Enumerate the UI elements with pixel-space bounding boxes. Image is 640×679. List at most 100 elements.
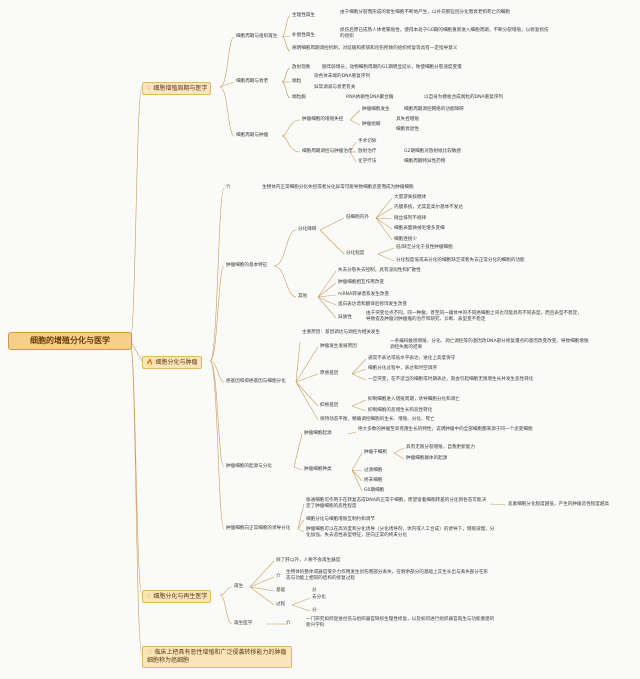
note-dynamic-balance: 保持动态平衡，精确调控细胞的生长、增殖、分化、死亡 [320, 417, 435, 422]
node-tumor-stem-cell[interactable]: 肿瘤干细胞 [364, 450, 387, 455]
note-tumor-occurrence: 细胞周期调控网络的功能障碍 [404, 107, 464, 112]
tag-definition: 介 [226, 185, 231, 190]
fire-icon: 🔥 [146, 359, 154, 366]
node-compensatory-regeneration[interactable]: 补偿性再生 [292, 33, 315, 38]
heart-icon: ♡ [147, 649, 153, 656]
node-regeneration-basis[interactable]: 基础 [276, 588, 286, 593]
node-tumor-basic-features[interactable]: 肿瘤细胞的基本特征 [226, 263, 268, 268]
heart-icon: ♡ [146, 85, 152, 92]
node-surgery[interactable]: 手术切除 [358, 139, 377, 144]
note-differentiation: 分 [312, 608, 317, 613]
note-regenerative-definition: 一门研究如何促进创伤与组织器官缺损生理性修复，以及如何进行组织器官再生与功能重建… [306, 617, 495, 628]
node-regeneration[interactable]: 再生 [234, 584, 244, 589]
node-telomere[interactable]: 端粒 [292, 79, 302, 84]
note-heterogeneity: 由于突变位点不同，同一种瘤，甚至同一瘤体中的不同癌细胞之间也可能具有不同表型，而… [366, 311, 582, 322]
note-tumor-tissue-2: 细胞衰退性 [396, 127, 419, 132]
note-regeneration-liver: 除了肝以外，人要不会再生器官 [276, 558, 341, 563]
node-regenerative-medicine[interactable]: 再生医学 [234, 621, 253, 626]
note-radiotherapy: G2期细胞对放射线比较敏感 [404, 149, 462, 154]
note-stem-cell-2: 肿瘤细胞群体的起源 [406, 456, 448, 461]
node-tumor-origin[interactable]: 肿瘤细胞起源 [304, 431, 332, 436]
node-proto-oncogene[interactable]: 原癌基因 [320, 371, 339, 376]
node-heterogeneity[interactable]: 异质性 [338, 315, 352, 320]
node-tumor-origin-differentiation[interactable]: 肿瘤细胞的起源与分化 [226, 464, 272, 469]
note-telomerase-2: 以自身为模板合成端粒的DNA重复序列 [424, 95, 504, 100]
branch-regenerative-medicine[interactable]: ♡细胞分化与再生医学 [142, 590, 212, 603]
note-endomembrane: 内膜系统，尤其是高尔基体不发达 [394, 205, 463, 210]
note-suppressor-1: 抑制细胞进入增殖周期，诱导细胞分化和凋亡 [368, 397, 460, 402]
note-cycle-mechanism: 阐明细胞周期调控机制，对延缓和疾病和创伤所致的组织修复等具有一定指导意义 [292, 46, 458, 51]
node-transit-cell[interactable]: 过渡细胞 [364, 468, 383, 473]
node-radiotherapy[interactable]: 放射治疗 [358, 149, 377, 154]
note-suppressor-2: 抑制细胞的恶增生长和恶性转化 [368, 408, 433, 413]
branch-label: 细胞分化与再生医学 [153, 593, 208, 600]
note-protein-change: 蛋白表达谱和翻译后修饰发生改变 [338, 302, 407, 307]
node-tumor-proliferation[interactable]: 肿瘤细胞的增殖失控 [302, 117, 344, 122]
node-cycle-regeneration[interactable]: 细胞周期与组织再生 [236, 34, 278, 39]
root-topic[interactable]: 细胞的增殖分化与医学 [8, 332, 132, 350]
note-degree-2: 分化程度低或未分化的细胞缺乏或者失去正常分化的细胞的功能 [396, 258, 525, 263]
note-regeneration-definition: 生物体的整体或器官受外力作用发生创伤而部分丢失，在剩余部分的基础上又生长出与丢失… [286, 570, 489, 581]
node-tumor-occurrence[interactable]: 肿瘤细胞发生 [362, 107, 390, 112]
node-tumor-therapy[interactable]: 细胞周期调控与肿瘤治疗 [302, 149, 353, 154]
note-physiological-regeneration: 由于细胞分裂而形成的新生细胞不断地产生，以补充那些因分化而衰老和死亡的细胞 [340, 10, 510, 15]
node-other-features[interactable]: 其他 [298, 294, 308, 299]
node-cycle-tumor[interactable]: 细胞周期与肿瘤 [236, 133, 269, 138]
note-induced-3: 肿瘤细胞可以在高浓度和分化诱导（分化诱导剂，体内或人工合成）的诱导下，增殖减慢，… [306, 527, 495, 538]
note-regeneration-basis: 分 [312, 588, 317, 593]
note-induced-1-result: 恶素细胞分化程度越低，产生的肿瘤恶性程度越高 [508, 502, 610, 507]
node-regeneration-process[interactable]: 过程 [276, 602, 286, 607]
note-dedifferentiation: 去分化 [312, 595, 326, 600]
note-telomerase-1: RNA依赖性DNA聚合酶 [346, 95, 394, 100]
tag-regenerative-definition: 介 [286, 621, 291, 626]
node-tumor-tissue[interactable]: 肿瘤组織 [362, 122, 381, 127]
branch-cell-cycle-medicine[interactable]: ♡细胞增殖周期与医学 [142, 82, 212, 95]
node-differentiation-disorder[interactable]: 分化障碍 [298, 227, 317, 232]
node-tumor-cell-types[interactable]: 肿瘤细胞种类 [304, 467, 332, 472]
node-oncogene-differentiation[interactable]: 癌基因和抑癌基因与细胞分化 [226, 379, 286, 384]
branch-label: 细胞增殖周期与医学 [153, 85, 208, 92]
node-terminal-cell[interactable]: 终末细胞 [364, 478, 383, 483]
note-microfilament: 微丝排列不规律 [394, 216, 427, 221]
note-telomere-2: 异常调减与衰老有关 [314, 85, 356, 90]
node-g0-cell[interactable]: G0期细胞 [364, 488, 385, 493]
node-telomerase[interactable]: 端粒酶 [292, 95, 306, 100]
heart-icon: ♡ [146, 593, 152, 600]
branch-label: 临床上把具有恶性增殖和广泛侵袭转移能力的肿瘤细胞称为癌细胞 [147, 649, 287, 664]
note-radiation: 随年龄增长，动物细胞周期的G1期明显延长，致使细胞分裂速度变慢 [322, 65, 462, 70]
note-proto-oncogene-2: 细胞分化过程中，表达和时空调序 [368, 366, 437, 371]
node-radiation[interactable]: 放射现象 [292, 65, 311, 70]
node-differentiation-degree[interactable]: 分化程度 [346, 251, 365, 256]
note-tumor-development-cause: 一条编码触感增殖、分化、凋亡调控等的基因改DNA部分修复遭点的基因改变改变、导致… [390, 339, 589, 350]
node-cell-inside-outside[interactable]: 低细胞内外 [346, 215, 369, 220]
note-interaction-change: 肿瘤细胞相互作用改变 [338, 280, 384, 285]
note-tumor-tissue-1: 具失控增殖 [396, 117, 419, 122]
node-cycle-aging[interactable]: 细胞周期与衰老 [236, 79, 269, 84]
branch-label: 细胞分化与肿瘤 [155, 359, 198, 366]
node-physiological-regeneration[interactable]: 生理性再生 [292, 13, 315, 18]
tag-regeneration-definition: 介 [276, 574, 281, 579]
node-tumor-development-cause[interactable]: 肿瘤发生发展原因 [320, 344, 357, 349]
node-chemotherapy[interactable]: 化学疗法 [358, 159, 377, 164]
note-stem-cell-1: 具有无限分裂增殖，自我更新能力 [406, 445, 475, 450]
note-uncontrolled-division: 失去分裂失去控制，具有浸润性和扩散性 [338, 268, 421, 273]
note-compensatory-regeneration: 损伤后原已成熟人体者繁殖性，使得本处于G0期的细胞重新进入细胞周期，不断分裂增殖… [340, 28, 549, 39]
note-mrna-change: mRNA转录谱系发生改变 [338, 292, 389, 297]
branch-differentiation-tumor[interactable]: 🔥细胞分化与肿瘤 [142, 356, 202, 369]
note-microvilli: 细胞表面微绒毛增多变细 [394, 226, 445, 231]
note-tumor-origin: 绝大多数的肿瘤至单克隆生长的特性，说明肿瘤中的全部细胞都来源于同一个恶变细胞 [358, 427, 533, 432]
note-chemotherapy: 细胞周期特异性药物 [404, 159, 446, 164]
note-cell-junction: 细胞连接少 [394, 237, 417, 242]
node-induced-differentiation[interactable]: 肿瘤细胞向正常细胞的诱导分化 [226, 526, 291, 531]
note-proto-oncogene-1: 通常不表达或低水平表达，进化上高度保守 [368, 356, 456, 361]
note-definition: 生物体内正常细胞分化失控或者分化异常可能导致细胞恶变而成为肿瘤细胞 [262, 185, 414, 190]
note-proto-oncogene-3: 一旦突变，在不适当的细胞或时期表达，就会引起细胞无限增生长并发生恶性转化 [368, 377, 534, 382]
note-main-cause: 主要原因：基因调达与调控为相关发生 [302, 330, 381, 335]
note-induced-1: 极通细胞可作用于在转复态成DNA的正常干细胞，而望肾着细胞转差的分化到各态可能决… [306, 498, 487, 509]
note-induced-2: 细胞分化与细胞增殖互制约和调节 [306, 517, 375, 522]
branch-cancer-cell-definition[interactable]: ♡临床上把具有恶性增殖和广泛侵袭转移能力的肿瘤细胞称为癌细胞 [142, 646, 292, 668]
node-tumor-suppressor[interactable]: 抑癌基因 [320, 403, 339, 408]
note-ribosomes: 大量游离核糖体 [394, 195, 427, 200]
note-telomere-1: 染色体末端的DNA重复序列 [314, 74, 371, 79]
